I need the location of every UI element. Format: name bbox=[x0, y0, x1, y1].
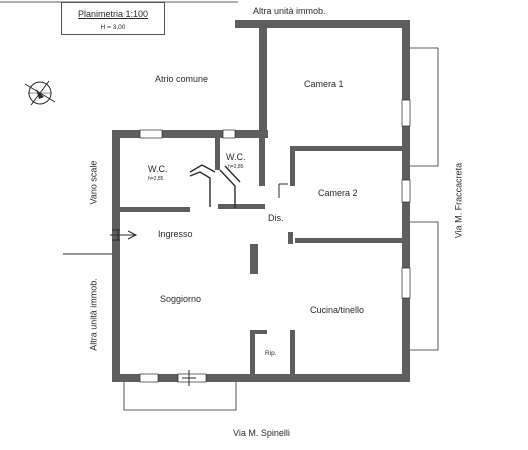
plan-title: Planimetria 1:100 bbox=[77, 9, 149, 19]
balcony-outlines bbox=[123, 47, 439, 411]
room-label-wc2: W.C. bbox=[226, 152, 246, 162]
windows bbox=[139, 99, 411, 386]
room-label-atrio: Atrio comune bbox=[155, 74, 209, 84]
interior-walls bbox=[120, 138, 406, 374]
wc1-height: h=2,85 bbox=[148, 176, 164, 182]
bottom-street-label: Via M. Spinelli bbox=[233, 428, 290, 438]
room-label-cucina: Cucina/tinello bbox=[310, 305, 365, 315]
room-label-ingresso: Ingresso bbox=[158, 229, 193, 239]
north-arrow-icon bbox=[24, 80, 56, 106]
title-box: Planimetria 1:100 H = 3,00 bbox=[61, 2, 165, 35]
vano-scale-label: Vano scale bbox=[88, 160, 99, 205]
right-street-label: Via M. Fraccacreta bbox=[453, 162, 464, 239]
ceiling-height-note: H = 3,00 bbox=[100, 24, 126, 31]
room-label-camera2: Camera 2 bbox=[318, 188, 358, 198]
wc2-height: h=2,85 bbox=[228, 164, 244, 170]
wc-entry-lines bbox=[189, 164, 241, 208]
room-label-rip: Rip. bbox=[265, 350, 277, 357]
door-marks bbox=[112, 183, 288, 241]
left-neighbor-label: Altra unità immob. bbox=[88, 278, 99, 351]
room-label-dis: Dis. bbox=[268, 213, 284, 223]
entrance-arrow-icon bbox=[63, 230, 138, 255]
room-label-camera1: Camera 1 bbox=[304, 79, 344, 89]
room-label-soggiorno: Soggiorno bbox=[160, 294, 202, 304]
top-neighbor-label: Altra unità immob. bbox=[253, 6, 326, 16]
room-label-wc1: W.C. bbox=[148, 164, 168, 174]
